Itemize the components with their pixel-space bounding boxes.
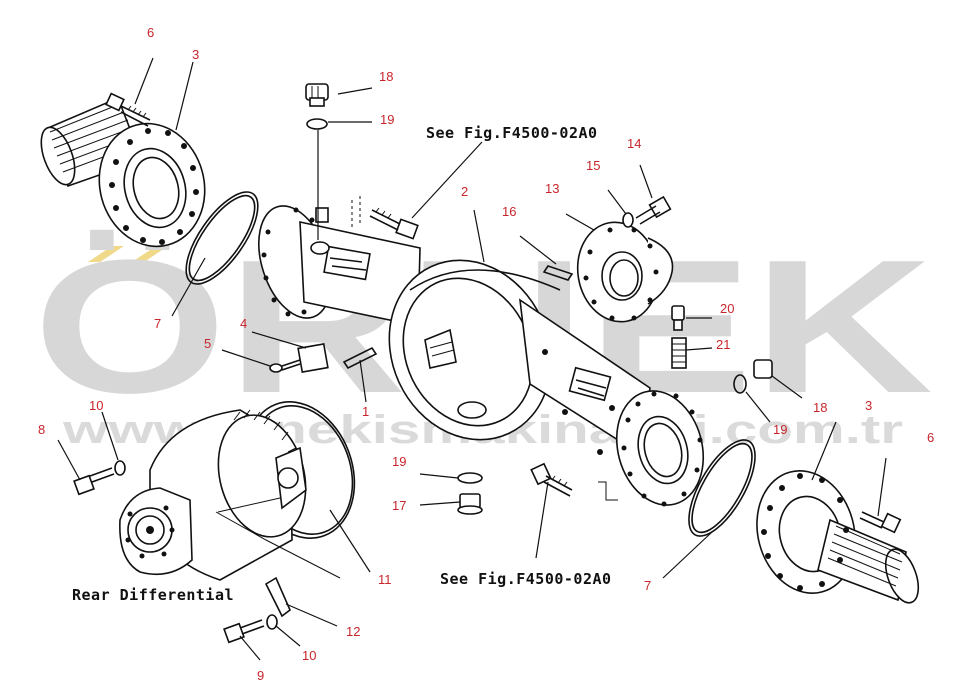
right-axle-shaft-flange	[756, 470, 920, 604]
callout-10b: 10	[302, 648, 316, 663]
callout-19c: 19	[392, 454, 406, 469]
callout-1: 1	[362, 404, 369, 419]
callout-6: 6	[147, 25, 154, 40]
carrier-washer	[114, 460, 126, 476]
callout-7b: 7	[644, 578, 651, 593]
lower-mount-bolt	[530, 462, 573, 497]
small-bolt	[269, 359, 301, 373]
left-flange-bolt	[105, 92, 151, 127]
shim-plate	[297, 342, 329, 374]
right-fill-plug	[733, 359, 773, 394]
callout-19b: 19	[773, 422, 787, 437]
callout-20: 20	[720, 301, 734, 316]
callout-16: 16	[502, 204, 516, 219]
upper-mount-bolt	[369, 207, 419, 240]
callout-2: 2	[461, 184, 468, 199]
watermark-accent-right	[132, 246, 168, 262]
drain-plug	[457, 472, 483, 515]
reference-upper: See Fig.F4500-02A0	[426, 124, 598, 142]
seal-carrier	[576, 221, 674, 323]
callout-6b: 6	[927, 430, 934, 445]
callout-19: 19	[380, 112, 394, 127]
watermark-accent-left	[88, 246, 124, 262]
top-breather-plug	[305, 83, 329, 107]
callout-12: 12	[346, 624, 360, 639]
callout-9: 9	[257, 668, 264, 683]
callout-18b: 18	[813, 400, 827, 415]
leader-lines	[57, 57, 887, 661]
diff-washer	[266, 614, 278, 630]
callout-13: 13	[545, 181, 559, 196]
callout-14: 14	[627, 136, 641, 151]
grease-fitting	[671, 305, 685, 331]
callout-7: 7	[154, 316, 161, 331]
diff-bolt	[223, 619, 265, 644]
callout-numbers: 6 3 7 18 19 2 13 15 14 16 20 21 18 19 3 …	[38, 25, 934, 683]
callout-18: 18	[379, 69, 393, 84]
hub-pin	[542, 265, 574, 281]
axle-housing	[258, 196, 705, 507]
carrier-bolt	[73, 467, 115, 496]
top-washer	[306, 118, 328, 130]
assembly-label: Rear Differential	[72, 586, 234, 604]
hub-washer	[622, 212, 634, 228]
callout-3: 3	[192, 47, 199, 62]
dowel-pin	[342, 346, 378, 370]
rear-differential-assembly	[119, 401, 356, 581]
callout-3b: 3	[865, 398, 872, 413]
lock-plate	[264, 576, 291, 618]
reference-lower: See Fig.F4500-02A0	[440, 570, 612, 588]
callout-8: 8	[38, 422, 45, 437]
callout-5: 5	[204, 336, 211, 351]
callout-10: 10	[89, 398, 103, 413]
hub-bolt	[635, 195, 672, 225]
callout-4: 4	[240, 316, 247, 331]
callout-17: 17	[392, 498, 406, 513]
callout-15: 15	[586, 158, 600, 173]
right-o-ring	[688, 439, 756, 537]
callout-21: 21	[716, 337, 730, 352]
right-flange-bolt	[859, 511, 902, 534]
left-axle-shaft-flange	[40, 96, 206, 248]
callout-11: 11	[378, 572, 392, 587]
hub-stud	[671, 337, 687, 369]
